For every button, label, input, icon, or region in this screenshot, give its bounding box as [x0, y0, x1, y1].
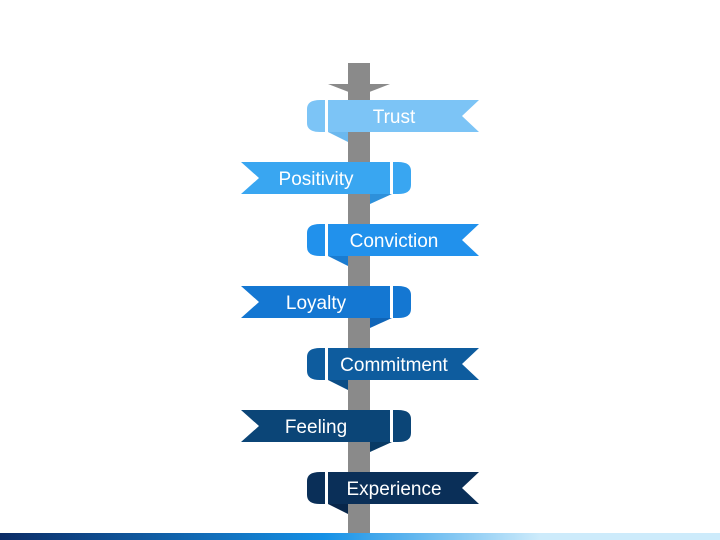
sign-cap — [307, 472, 325, 504]
sign-cap — [393, 410, 411, 442]
sign-body — [328, 472, 479, 504]
sign-body — [241, 410, 390, 442]
sign-cap — [393, 162, 411, 194]
sign-fold — [328, 256, 348, 266]
sign-fold — [328, 380, 348, 390]
sign-experience: Experience — [307, 472, 479, 514]
sign-fold — [328, 504, 348, 514]
sign-loyalty: Loyalty — [241, 286, 411, 328]
sign-cap — [393, 286, 411, 318]
sign-label: Loyalty — [286, 293, 347, 314]
sign-fold — [370, 318, 392, 328]
sign-conviction: Conviction — [307, 224, 479, 266]
sign-body — [241, 286, 390, 318]
sign-trust: Trust — [307, 100, 479, 142]
sign-cap — [307, 348, 325, 380]
sign-fold — [370, 442, 392, 452]
sign-label: Conviction — [350, 231, 439, 252]
sign-feeling: Feeling — [241, 410, 411, 452]
sign-body — [328, 100, 479, 132]
sign-body — [241, 162, 390, 194]
sign-cap — [307, 224, 325, 256]
footer-gradient-bar — [0, 533, 720, 540]
sign-commitment: Commitment — [307, 348, 479, 390]
sign-label: Positivity — [279, 169, 354, 190]
sign-positivity: Positivity — [241, 162, 411, 204]
sign-label: Feeling — [285, 417, 347, 438]
sign-cap — [307, 100, 325, 132]
sign-fold — [328, 132, 348, 142]
signs-layer: TrustPositivityConvictionLoyaltyCommitme… — [241, 100, 479, 514]
sign-label: Trust — [373, 107, 416, 128]
sign-label: Commitment — [340, 355, 448, 376]
sign-body — [328, 224, 479, 256]
sign-fold — [370, 194, 392, 204]
sign-label: Experience — [346, 479, 441, 500]
sign-body — [328, 348, 479, 380]
